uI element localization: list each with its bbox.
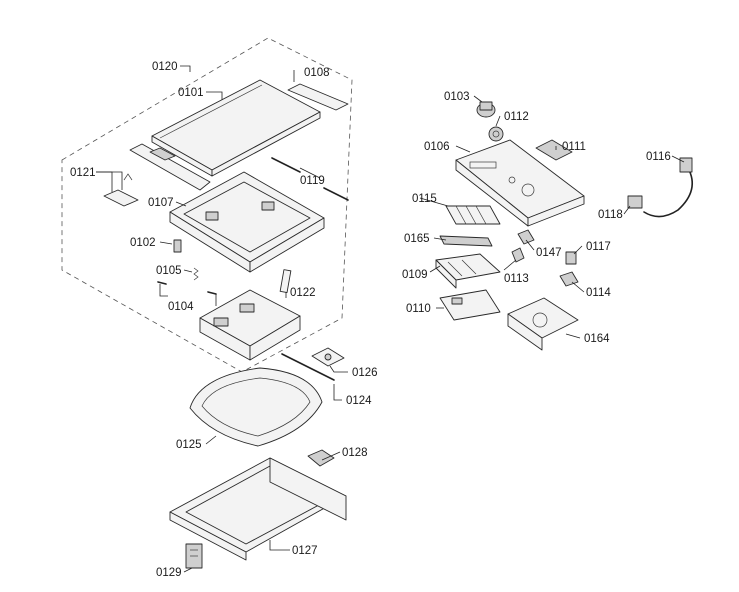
part-0112-gear xyxy=(488,126,504,142)
part-0110-pcb xyxy=(439,289,501,321)
part-0108-strip xyxy=(287,83,349,111)
part-0101-lid xyxy=(151,79,321,177)
part-0129-module xyxy=(185,543,203,569)
label-0117: 0117 xyxy=(586,241,611,253)
part-0164-module xyxy=(507,297,579,351)
part-0118-cord-connector xyxy=(627,195,643,209)
part-0126-bracket xyxy=(311,347,345,367)
part-0127-bottom-frame xyxy=(169,457,347,561)
label-0111: 0111 xyxy=(562,141,586,153)
label-0164: 0164 xyxy=(584,333,610,345)
label-0112: 0112 xyxy=(504,111,529,123)
label-0115: 0115 xyxy=(412,193,437,205)
part-0104-screws xyxy=(157,281,217,295)
label-0165: 0165 xyxy=(404,233,430,245)
label-0125: 0125 xyxy=(176,439,202,451)
part-0106-control-panel xyxy=(455,139,585,227)
label-0114: 0114 xyxy=(586,287,611,299)
label-0105: 0105 xyxy=(156,265,182,277)
label-0121: 0121 xyxy=(70,167,96,179)
part-0113 xyxy=(511,247,525,263)
label-0116: 0116 xyxy=(646,151,671,163)
label-0147: 0147 xyxy=(536,247,562,259)
part-0109-selector-housing xyxy=(435,253,501,289)
label-0126: 0126 xyxy=(352,367,378,379)
label-0107: 0107 xyxy=(148,197,174,209)
part-0111-switch-block xyxy=(535,139,573,161)
part-0125-tub-cover xyxy=(189,367,323,447)
part-0102-clip xyxy=(173,239,182,253)
label-0122: 0122 xyxy=(290,287,316,299)
label-0113: 0113 xyxy=(504,273,529,285)
label-0103: 0103 xyxy=(444,91,470,103)
part-0124-rod xyxy=(281,353,335,381)
label-0101: 0101 xyxy=(178,87,204,99)
part-0165-light-guide xyxy=(439,235,493,247)
part-0114 xyxy=(559,271,579,287)
label-0118: 0118 xyxy=(598,209,623,221)
leader-lines xyxy=(96,65,685,573)
part-0115-button-strip xyxy=(445,205,501,225)
label-0110: 0110 xyxy=(406,303,431,315)
part-0119-rod-b xyxy=(323,187,349,201)
part-0103-knob xyxy=(476,101,496,118)
part-0105-spring xyxy=(193,267,199,281)
part-drawer-housing xyxy=(199,289,301,361)
part-0119-rod xyxy=(271,157,301,173)
part-0147 xyxy=(517,229,535,245)
label-0119: 0119 xyxy=(300,175,325,187)
label-0120: 0120 xyxy=(152,61,178,73)
label-0128: 0128 xyxy=(342,447,368,459)
label-0127: 0127 xyxy=(292,545,318,557)
label-0108: 0108 xyxy=(304,67,330,79)
part-0121-front-trim xyxy=(103,143,211,207)
part-0117 xyxy=(565,251,577,265)
label-0124: 0124 xyxy=(346,395,372,407)
part-0107-top-frame xyxy=(169,171,325,273)
part-0128 xyxy=(307,449,335,467)
assembly-group-outline xyxy=(61,37,353,373)
label-0104: 0104 xyxy=(168,301,194,313)
label-0106: 0106 xyxy=(424,141,450,153)
part-0122-hinge xyxy=(279,269,292,293)
label-0129: 0129 xyxy=(156,567,182,579)
part-0116-power-cord xyxy=(643,157,694,218)
part-labels: 0120 0101 0108 0121 0119 0107 0102 0105 … xyxy=(70,61,671,579)
label-0102: 0102 xyxy=(130,237,156,249)
label-0109: 0109 xyxy=(402,269,428,281)
